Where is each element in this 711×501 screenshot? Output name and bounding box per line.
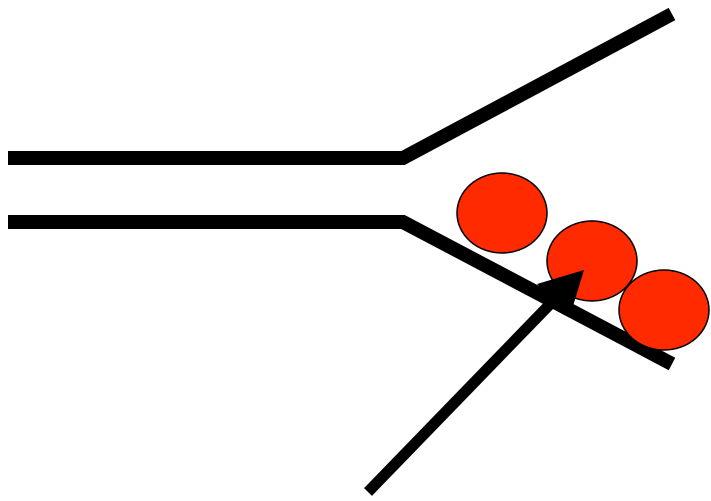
particle-1 <box>457 173 547 253</box>
particle-3 <box>619 270 709 350</box>
